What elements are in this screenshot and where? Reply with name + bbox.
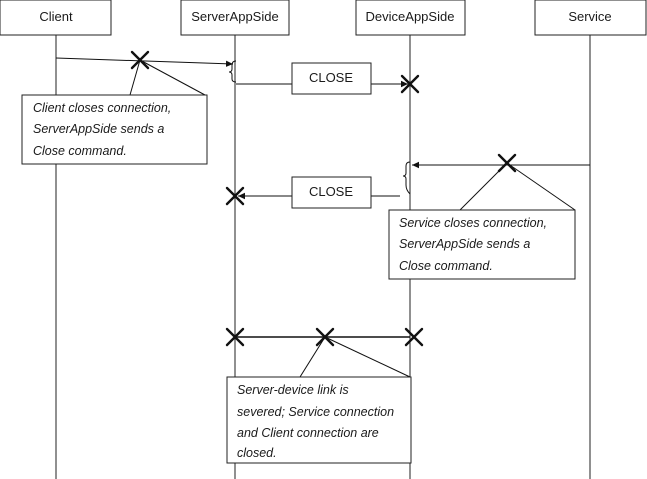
note-connector-1b: [139, 59, 206, 96]
participant-deviceappside: DeviceAppSide: [355, 0, 466, 36]
note-connector-3: [299, 336, 326, 378]
participant-deviceappside-label: DeviceAppSide: [366, 9, 455, 24]
x-marker-server-2: [225, 186, 245, 206]
close-message-1-label: CLOSE: [309, 70, 353, 85]
note-service-close: Service closes connection, ServerAppSide…: [388, 209, 576, 280]
note-3-line-1: Server-device link is: [237, 383, 349, 397]
note-1-line-2: ServerAppSide sends a: [33, 122, 164, 136]
participant-client-label: Client: [39, 9, 73, 24]
note-connector-3b: [324, 336, 411, 378]
participant-serverappside-label: ServerAppSide: [191, 9, 278, 24]
note-connector-1: [129, 59, 141, 96]
x-marker-device-1: [400, 74, 420, 94]
note-2-line-3: Close command.: [399, 259, 493, 273]
note-1-line-3: Close command.: [33, 144, 127, 158]
note-2-line-2: ServerAppSide sends a: [399, 237, 530, 251]
device-brace-2: [402, 161, 411, 195]
x-marker-link-middle: [315, 327, 335, 347]
note-2-line-1: Service closes connection,: [399, 216, 547, 230]
note-link-severed: Server-device link is severed; Service c…: [226, 376, 412, 464]
x-marker-client-close: [130, 50, 150, 70]
participant-serverappside: ServerAppSide: [180, 0, 290, 36]
close-message-2-label: CLOSE: [309, 184, 353, 199]
x-marker-service-close: [497, 153, 517, 173]
note-3-line-4: closed.: [237, 446, 277, 460]
server-brace-1: [228, 60, 237, 83]
note-3-line-3: and Client connection are: [237, 426, 379, 440]
note-connector-2b: [506, 162, 576, 211]
x-marker-device-3: [404, 327, 424, 347]
close-message-1: CLOSE: [291, 62, 372, 95]
participant-service-label: Service: [568, 9, 611, 24]
note-1-line-1: Client closes connection,: [33, 101, 171, 115]
note-client-close: Client closes connection, ServerAppSide …: [21, 94, 208, 165]
client-to-server-arrow: [55, 57, 234, 67]
note-3-line-2: severed; Service connection: [237, 405, 394, 419]
participant-client: Client: [0, 0, 112, 36]
x-marker-server-3: [225, 327, 245, 347]
participant-service: Service: [534, 0, 647, 36]
close-message-2: CLOSE: [291, 176, 372, 209]
